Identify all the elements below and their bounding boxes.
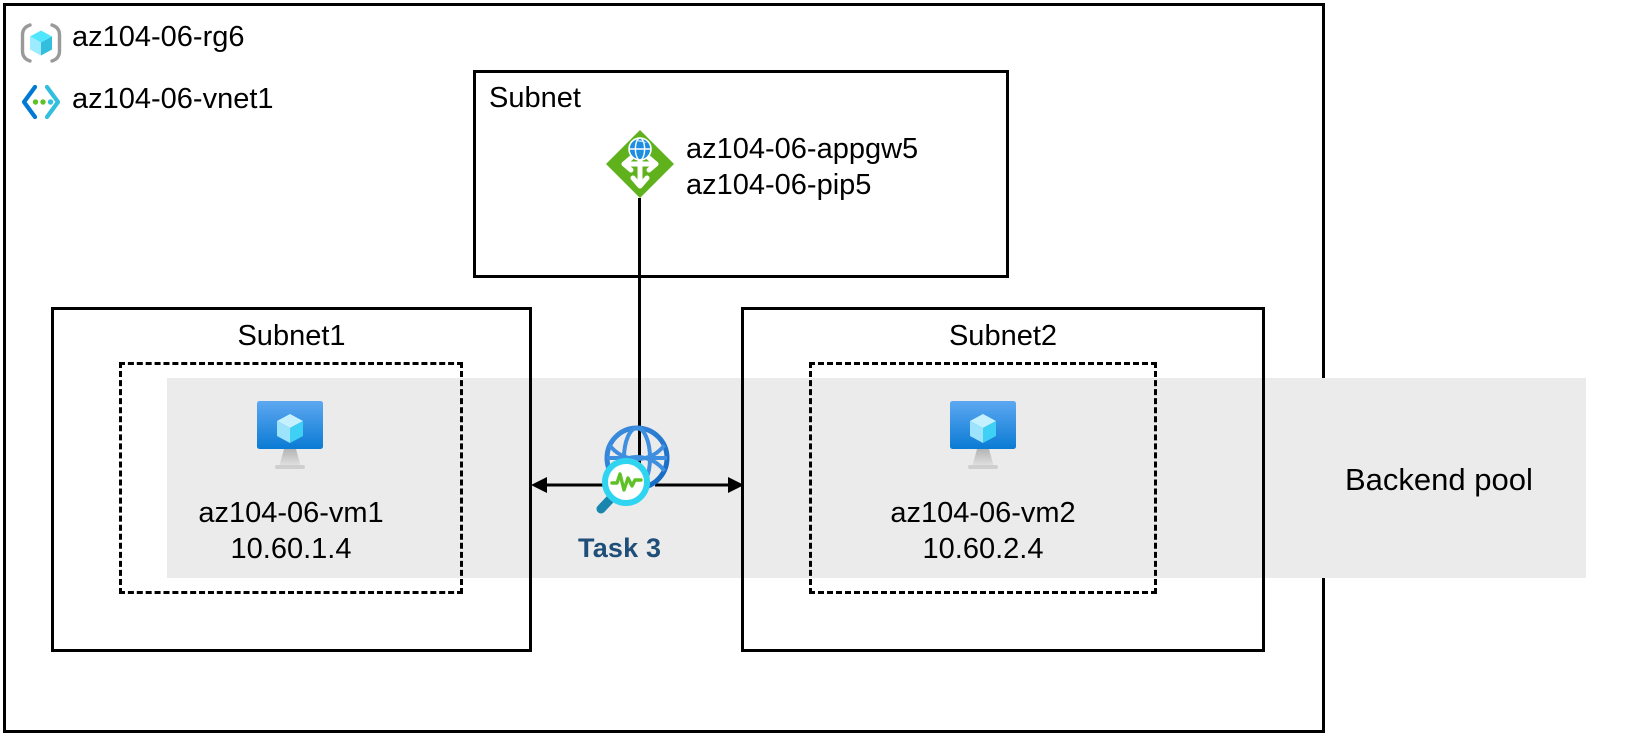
subnet1-vm-group <box>119 362 463 594</box>
vm2-name: az104-06-vm2 <box>890 497 1076 529</box>
application-gateway-icon <box>604 128 676 200</box>
legend-label-resource-group: az104-06-rg6 <box>72 21 245 53</box>
subnet2-box <box>741 307 1265 652</box>
vm1-name: az104-06-vm1 <box>198 497 384 529</box>
application-gateway-label-line-1: az104-06-appgw5 <box>686 133 919 165</box>
backend-pool-band <box>167 378 1586 578</box>
backend-pool-label: Backend pool <box>1345 462 1533 497</box>
vm1-ip-address: 10.60.1.4 <box>230 533 352 565</box>
resource-group-icon <box>20 22 62 64</box>
legend-label-virtual-network: az104-06-vnet1 <box>72 83 274 115</box>
subnet2-title: Subnet2 <box>948 320 1058 352</box>
network-watcher-icon <box>581 420 673 516</box>
gateway-subnet-title: Subnet <box>489 82 581 114</box>
virtual-machine-icon <box>944 399 1022 473</box>
resource-group-boundary <box>3 3 1325 733</box>
gateway-to-watcher-connector <box>638 198 641 486</box>
subnet1-title: Subnet1 <box>237 320 346 352</box>
subnet1-box <box>51 307 532 652</box>
virtual-network-icon <box>20 84 62 120</box>
virtual-machine-icon <box>251 399 329 473</box>
subnet2-vm-group <box>809 362 1157 594</box>
vm2-ip-address: 10.60.2.4 <box>922 533 1044 565</box>
application-gateway-label-line-2: az104-06-pip5 <box>686 169 872 201</box>
watcher-to-subnet2-arrow <box>655 477 744 493</box>
gateway-subnet-box <box>473 70 1009 278</box>
task-3-label: Task 3 <box>578 533 662 563</box>
